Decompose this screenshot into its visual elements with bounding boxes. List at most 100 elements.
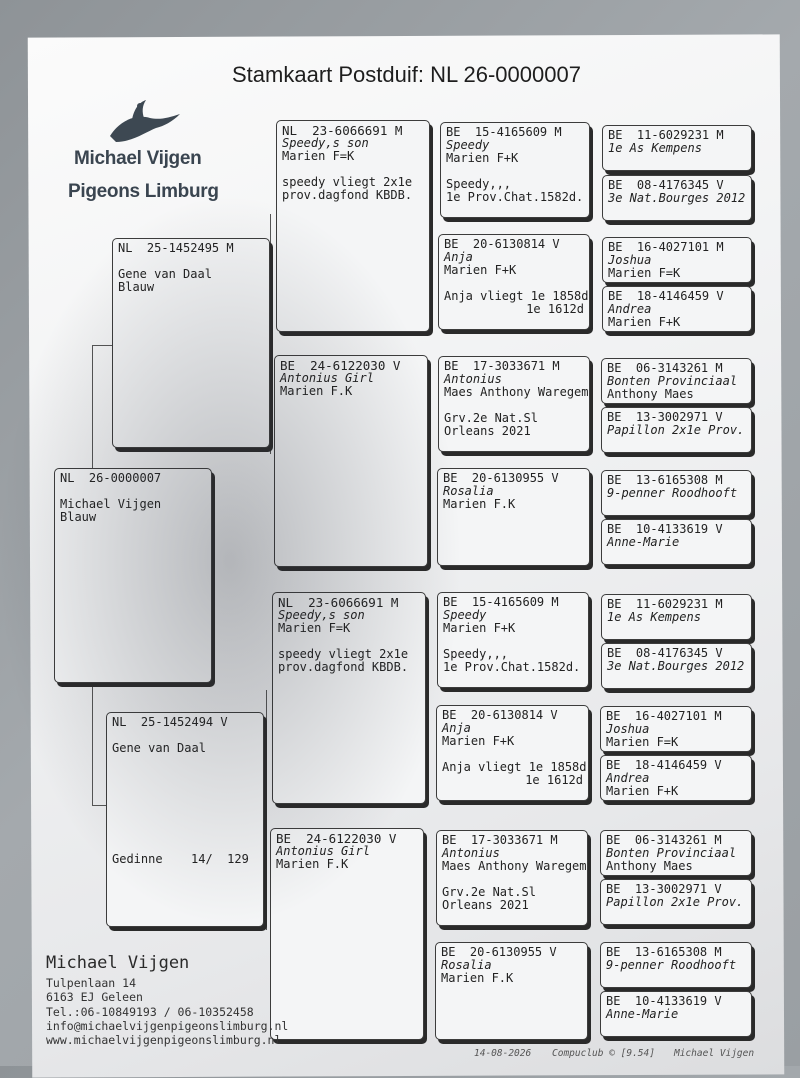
pigeon-note: Gedinne [112, 852, 163, 866]
ring-number: BE 16-4027101 M [608, 240, 724, 254]
pigeon-note: 14/ 129 [191, 852, 249, 866]
pigeon-breeder: Anthony Maes [607, 387, 694, 401]
pigeon-card-subject[interactable]: NL 26-0000007 Michael Vijgen Blauw [54, 468, 212, 683]
owner-email[interactable]: info@michaelvijgenpigeonslimburg.nl [46, 1019, 289, 1033]
pigeon-name: 1e As Kempens [607, 610, 701, 624]
pigeon-breeder: Marien F+K [446, 151, 519, 165]
pigeon-card-g4[interactable]: BE 11-6029231 M 1e As Kempens [602, 125, 752, 171]
pigeon-card-g4[interactable]: BE 16-4027101 M Joshua Marien F=K [602, 237, 752, 283]
pigeon-breeder: Marien F=K [606, 735, 679, 749]
ring-number: BE 11-6029231 M [607, 597, 723, 611]
pigeon-name: Speedy [443, 608, 487, 622]
pigeon-name: 9-penner Roodhooft [606, 958, 737, 972]
pigeon-name: Speedy,s son [278, 608, 365, 622]
pigeon-card-sire[interactable]: NL 25-1452495 M Gene van Daal Blauw [112, 238, 270, 448]
pigeon-name: Antonius [444, 372, 502, 386]
print-date: 14-08-2026 [474, 1048, 532, 1059]
pigeon-breeder: Marien F=K [608, 266, 681, 280]
pigeon-name: Gene van Daal [112, 741, 206, 755]
owner-website[interactable]: www.michaelvijgenpigeonslimburg.nl [46, 1033, 282, 1047]
owner-city: 6163 EJ Geleen [46, 990, 143, 1004]
pigeon-name: Bonten Provinciaal [606, 846, 737, 860]
pigeon-card-g3[interactable]: BE 20-6130814 V Anja Marien F+K Anja vli… [436, 705, 589, 801]
ring-number: NL 26-0000007 [60, 471, 162, 485]
pigeon-card-g3[interactable]: BE 15-4165609 M Speedy Marien F+K Speedy… [440, 122, 590, 218]
pigeon-card-g2[interactable]: NL 23-6066691 M Speedy,s son Marien F=K … [276, 120, 430, 332]
pigeon-color: Blauw [118, 280, 155, 294]
pigeon-card-g4[interactable]: BE 18-4146459 V Andrea Marien F+K [602, 286, 752, 332]
ring-number: BE 15-4165609 M [446, 125, 562, 139]
pigeon-name: Rosalia [443, 484, 494, 498]
ring-number: BE 20-6130814 V [444, 237, 560, 251]
pigeon-note: 1e Prov.Chat.1582d. [446, 190, 584, 204]
ring-number: BE 11-6029231 M [608, 128, 724, 142]
pigeon-card-g4[interactable]: BE 06-3143261 M Bonten Provinciaal Antho… [601, 358, 752, 404]
pigeon-name: Anne-Marie [606, 1007, 679, 1021]
pigeon-name: Joshua [606, 722, 650, 736]
pigeon-logo-icon [110, 100, 180, 142]
pigeon-note: Speedy,,, [446, 177, 512, 191]
pigeon-card-g4[interactable]: BE 13-3002971 V Papillon 2x1e Prov. [600, 879, 752, 925]
footer-user: Michael Vijgen [674, 1048, 755, 1059]
pigeon-name: Bonten Provinciaal [607, 374, 738, 388]
pigeon-name: 3e Nat.Bourges 2012 [607, 659, 745, 673]
ring-number: BE 20-6130955 V [443, 471, 559, 485]
pigeon-note: 1e 1612d [526, 302, 584, 316]
pigeon-breeder: Marien F.K [443, 497, 516, 511]
pigeon-name: Antonius [442, 846, 500, 860]
pigeon-name: Andrea [606, 771, 650, 785]
pigeon-card-g4[interactable]: BE 08-4176345 V 3e Nat.Bourges 2012 [602, 175, 752, 221]
pigeon-card-g4[interactable]: BE 06-3143261 M Bonten Provinciaal Antho… [600, 830, 752, 876]
connector-line [92, 345, 112, 346]
pigeon-note: Grv.2e Nat.Sl [444, 411, 538, 425]
pigeon-note: Grv.2e Nat.Sl [442, 885, 536, 899]
pigeon-name: Anne-Marie [607, 535, 680, 549]
pigeon-note: prov.dagfond KBDB. [278, 660, 409, 674]
pigeon-breeder: Marien F=K [282, 149, 355, 163]
pigeon-card-g2[interactable]: BE 24-6122030 V Antonius Girl Marien F.K [274, 355, 428, 567]
pigeon-card-g3[interactable]: BE 20-6130955 V Rosalia Marien F.K [435, 942, 588, 1040]
ring-number: BE 13-6165308 M [606, 945, 722, 959]
pigeon-card-g4[interactable]: BE 10-4133619 V Anne-Marie [600, 991, 752, 1037]
pigeon-note: prov.dagfond KBDB. [282, 188, 413, 202]
pigeon-name: 1e As Kempens [608, 141, 702, 155]
pigeon-breeder: Marien F=K [278, 621, 351, 635]
pigeon-card-g4[interactable]: BE 18-4146459 V Andrea Marien F+K [600, 755, 752, 801]
software-credit: Compuclub © [9.54] [552, 1048, 655, 1059]
pigeon-card-g4[interactable]: BE 13-6165308 M 9-penner Roodhooft [601, 470, 752, 516]
ring-number: BE 13-3002971 V [607, 410, 723, 424]
pigeon-note: 1e Prov.Chat.1582d. [443, 660, 581, 674]
pigeon-card-g3[interactable]: BE 17-3033671 M Antonius Maes Anthony Wa… [438, 356, 590, 452]
pigeon-name: Gene van Daal [118, 267, 212, 281]
pigeon-name: Speedy,s son [282, 136, 369, 150]
pigeon-breeder: Marien F+K [444, 263, 517, 277]
ring-number: BE 18-4146459 V [606, 758, 722, 772]
pigeon-name: Antonius Girl [280, 371, 374, 385]
pigeon-breeder: Marien F.K [276, 857, 349, 871]
pigeon-breeder: Marien F+K [608, 315, 681, 329]
pigeon-card-g3[interactable]: BE 20-6130814 V Anja Marien F+K Anja vli… [438, 234, 590, 330]
page-title: Stamkaart Postduif: NL 26-0000007 [232, 62, 581, 87]
ring-number: BE 06-3143261 M [606, 833, 722, 847]
ring-number: BE 17-3033671 M [442, 833, 558, 847]
pigeon-card-g2[interactable]: BE 24-6122030 V Antonius Girl Marien F.K [270, 828, 424, 1040]
pigeon-card-dam[interactable]: NL 25-1452494 V Gene van Daal Gedinne 14… [106, 712, 264, 927]
logo-text-line2: Pigeons Limburg [68, 181, 219, 202]
pigeon-card-g4[interactable]: BE 08-4176345 V 3e Nat.Bourges 2012 [601, 643, 752, 689]
ring-number: BE 10-4133619 V [607, 522, 723, 536]
pigeon-name: Rosalia [441, 958, 492, 972]
pigeon-card-g3[interactable]: BE 15-4165609 M Speedy Marien F+K Speedy… [437, 592, 589, 688]
pigeon-card-g4[interactable]: BE 11-6029231 M 1e As Kempens [601, 594, 752, 640]
pigeon-card-g4[interactable]: BE 13-6165308 M 9-penner Roodhooft [600, 942, 752, 988]
pigeon-card-g4[interactable]: BE 16-4027101 M Joshua Marien F=K [600, 706, 752, 752]
pigeon-card-g3[interactable]: BE 20-6130955 V Rosalia Marien F.K [437, 468, 590, 566]
pigeon-name: 3e Nat.Bourges 2012 [608, 191, 746, 205]
pigeon-card-g4[interactable]: BE 13-3002971 V Papillon 2x1e Prov. [601, 407, 752, 453]
pigeon-card-g2[interactable]: NL 23-6066691 M Speedy,s son Marien F=K … [272, 592, 426, 804]
pigeon-card-g4[interactable]: BE 10-4133619 V Anne-Marie [601, 519, 752, 565]
pigeon-note: speedy vliegt 2x1e [282, 175, 413, 189]
pigeon-card-g3[interactable]: BE 17-3033671 M Antonius Maes Anthony Wa… [436, 830, 588, 926]
pigeon-note: speedy vliegt 2x1e [278, 647, 409, 661]
ring-number: BE 17-3033671 M [444, 359, 560, 373]
pigeon-note: Anja vliegt 1e 1858d [442, 760, 587, 774]
